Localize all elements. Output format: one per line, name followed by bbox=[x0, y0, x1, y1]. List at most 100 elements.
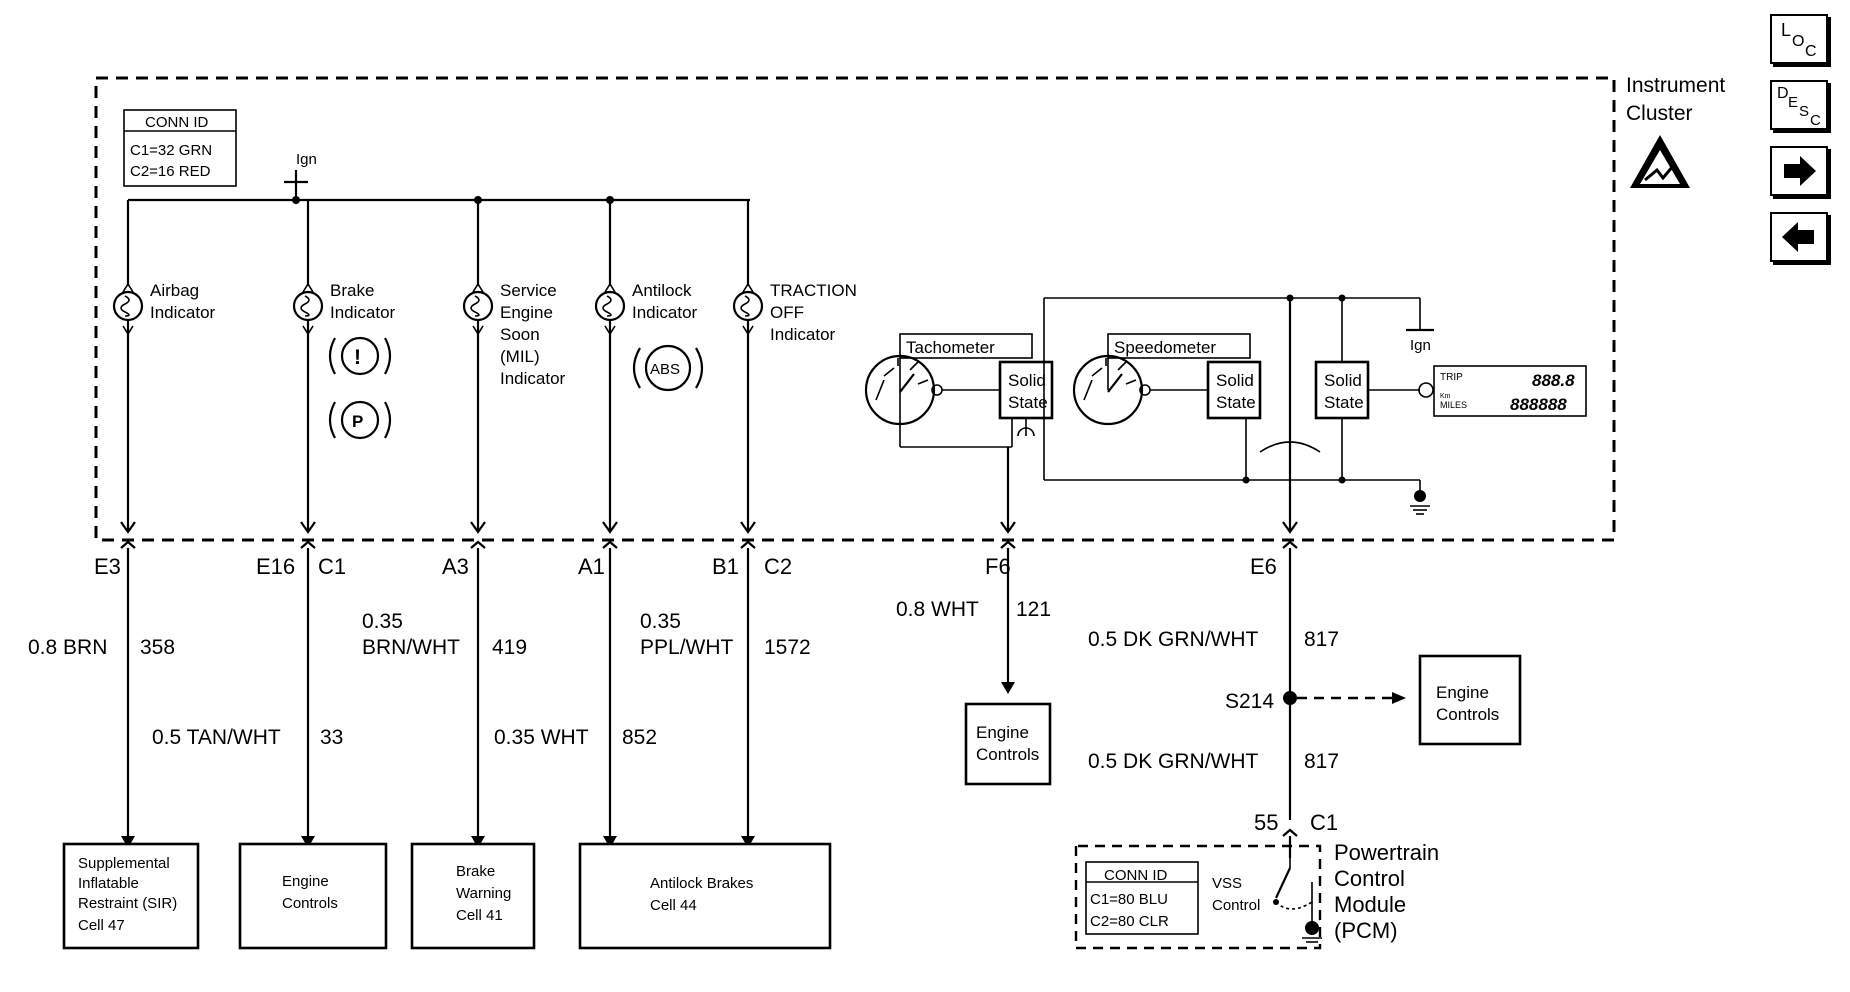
speedo-solid-state-2: State bbox=[1216, 393, 1256, 412]
service-engine-soon-indicator-label-2: Engine bbox=[500, 303, 553, 322]
brake-warning-line1: Brake bbox=[456, 863, 495, 880]
desc-letter-d: D bbox=[1777, 85, 1789, 102]
engine-controls-box-1: Engine Controls bbox=[238, 842, 388, 950]
loc-letter-o: O bbox=[1792, 33, 1804, 50]
vss-wire bbox=[1259, 298, 1406, 858]
sir-line2: Inflatable bbox=[78, 875, 139, 892]
ign-top-label: Ign bbox=[296, 151, 317, 168]
previous-page-button[interactable] bbox=[1770, 212, 1828, 262]
wire-121-circuit: 121 bbox=[1016, 598, 1051, 621]
splice-s214: S214 bbox=[1225, 690, 1274, 713]
service-engine-soon-indicator-label-1: Service bbox=[500, 281, 557, 300]
wire-419-circuit: 419 bbox=[492, 636, 527, 659]
next-page-button[interactable] bbox=[1770, 146, 1828, 196]
wire-817-gauge-2: 0.5 DK GRN/WHT bbox=[1088, 750, 1259, 773]
engine1-line1: Engine bbox=[282, 873, 329, 890]
esd-sensitive-icon bbox=[1630, 135, 1690, 188]
sir-line1: Supplemental bbox=[78, 855, 170, 872]
cluster-conn-id-c2: C2=16 RED bbox=[130, 163, 211, 180]
wire-419-gauge-2: BRN/WHT bbox=[362, 636, 460, 659]
wire-817-circuit-1: 817 bbox=[1304, 628, 1339, 651]
pcm-conn-id-c1: C1=80 BLU bbox=[1090, 891, 1168, 908]
brake-warning-line3: Cell 41 bbox=[456, 907, 503, 924]
arrow-right-icon bbox=[1784, 156, 1816, 186]
pin-55: 55 bbox=[1254, 810, 1278, 835]
pcm-block: CONN ID C1=80 BLU C2=80 CLR VSS Control … bbox=[1074, 840, 1439, 950]
desc-letter-e: E bbox=[1788, 94, 1798, 111]
ground-icon bbox=[1410, 490, 1430, 515]
cluster-conn-id: CONN ID C1=32 GRN C2=16 RED bbox=[123, 109, 237, 187]
pin-a3: A3 bbox=[442, 554, 469, 579]
abs-line1: Antilock Brakes bbox=[650, 875, 753, 892]
speedometer-block: Speedometer Solid State bbox=[1072, 333, 1262, 426]
wire-1572-gauge-1: 0.35 bbox=[640, 610, 681, 633]
speedo-solid-state-1: Solid bbox=[1216, 371, 1254, 390]
sir-box: Supplemental Inflatable Restraint (SIR) … bbox=[62, 842, 200, 950]
desc-letter-c: C bbox=[1810, 112, 1821, 128]
brake-warning-line2: Warning bbox=[456, 885, 511, 902]
odometer-display bbox=[1433, 365, 1587, 417]
tach-solid-state-2: State bbox=[1008, 393, 1048, 412]
tach-solid-state-1: Solid bbox=[1008, 371, 1046, 390]
cluster-internal-wiring: Ign bbox=[1043, 294, 1434, 515]
wiring-diagram: Instrument Cluster CONN ID C1=32 GRN C2=… bbox=[28, 74, 1725, 950]
engine2-line1: Engine bbox=[976, 723, 1029, 742]
pcm-vss-line1: VSS bbox=[1212, 875, 1242, 892]
wire-817-circuit-2: 817 bbox=[1304, 750, 1339, 773]
brake-warning-symbol-icon: ! bbox=[328, 336, 392, 376]
brake-symbol-2: P bbox=[352, 412, 363, 431]
pcm-label-2: Control bbox=[1334, 866, 1405, 891]
instrument-cluster-label-2: Cluster bbox=[1626, 102, 1693, 125]
wire-817-gauge-1: 0.5 DK GRN/WHT bbox=[1088, 628, 1259, 651]
engine-controls-box-3: Engine Controls bbox=[1418, 654, 1522, 746]
tachometer-label: Tachometer bbox=[906, 338, 995, 357]
wire-121-gauge: 0.8 WHT bbox=[896, 598, 979, 621]
abs-symbol-icon: ABS bbox=[632, 344, 704, 392]
wire-33-circuit: 33 bbox=[320, 726, 343, 749]
cluster-conn-id-c1: C1=32 GRN bbox=[130, 142, 212, 159]
antilock-indicator-label-2: Indicator bbox=[632, 303, 698, 322]
pin-e16: E16 bbox=[256, 554, 295, 579]
description-button[interactable]: D E S C bbox=[1770, 80, 1828, 130]
cluster-conn-id-title: CONN ID bbox=[145, 114, 209, 131]
sir-line3: Restraint (SIR) bbox=[78, 895, 177, 912]
engine3-line1: Engine bbox=[1436, 683, 1489, 702]
service-engine-soon-indicator-label-4: (MIL) bbox=[500, 347, 540, 366]
loc-letter-c: C bbox=[1805, 43, 1817, 60]
odo-solid-state-1: Solid bbox=[1324, 371, 1362, 390]
brake-indicator-label-1: Brake bbox=[330, 281, 374, 300]
abs-line2: Cell 44 bbox=[650, 897, 697, 914]
wire-852-circuit: 852 bbox=[622, 726, 657, 749]
wire-358-gauge: 0.8 BRN bbox=[28, 636, 107, 659]
pcm-label-1: Powertrain bbox=[1334, 840, 1439, 865]
tachometer-gauge-icon bbox=[864, 354, 936, 426]
traction-off-indicator-label-3: Indicator bbox=[770, 325, 836, 344]
location-button[interactable]: L O C bbox=[1770, 14, 1828, 64]
engine3-line2: Controls bbox=[1436, 705, 1499, 724]
arrow-left-icon bbox=[1782, 222, 1814, 252]
pcm-label-3: Module bbox=[1334, 892, 1406, 917]
wire-1572-gauge-2: PPL/WHT bbox=[640, 636, 734, 659]
pcm-vss-line2: Control bbox=[1212, 897, 1260, 914]
odo-solid-state-2: State bbox=[1324, 393, 1364, 412]
pin-pcm-c1: C1 bbox=[1310, 810, 1338, 835]
engine1-line2: Controls bbox=[282, 895, 338, 912]
sir-line4: Cell 47 bbox=[78, 917, 125, 934]
speedometer-gauge-icon bbox=[1072, 354, 1144, 426]
traction-off-indicator-label-2: OFF bbox=[770, 303, 804, 322]
odo-trip-value: 888.8 bbox=[1532, 371, 1575, 390]
pcm-label-4: (PCM) bbox=[1334, 918, 1398, 943]
pin-c2: C2 bbox=[764, 554, 792, 579]
airbag-indicator-label-2: Indicator bbox=[150, 303, 216, 322]
ign-right-label: Ign bbox=[1410, 337, 1431, 354]
parking-brake-symbol-icon: P bbox=[328, 400, 392, 440]
pin-b1: B1 bbox=[712, 554, 739, 579]
wire-1572-circuit: 1572 bbox=[764, 636, 811, 659]
antilock-indicator-label-1: Antilock bbox=[632, 281, 692, 300]
brake-symbol-1: ! bbox=[354, 346, 361, 369]
